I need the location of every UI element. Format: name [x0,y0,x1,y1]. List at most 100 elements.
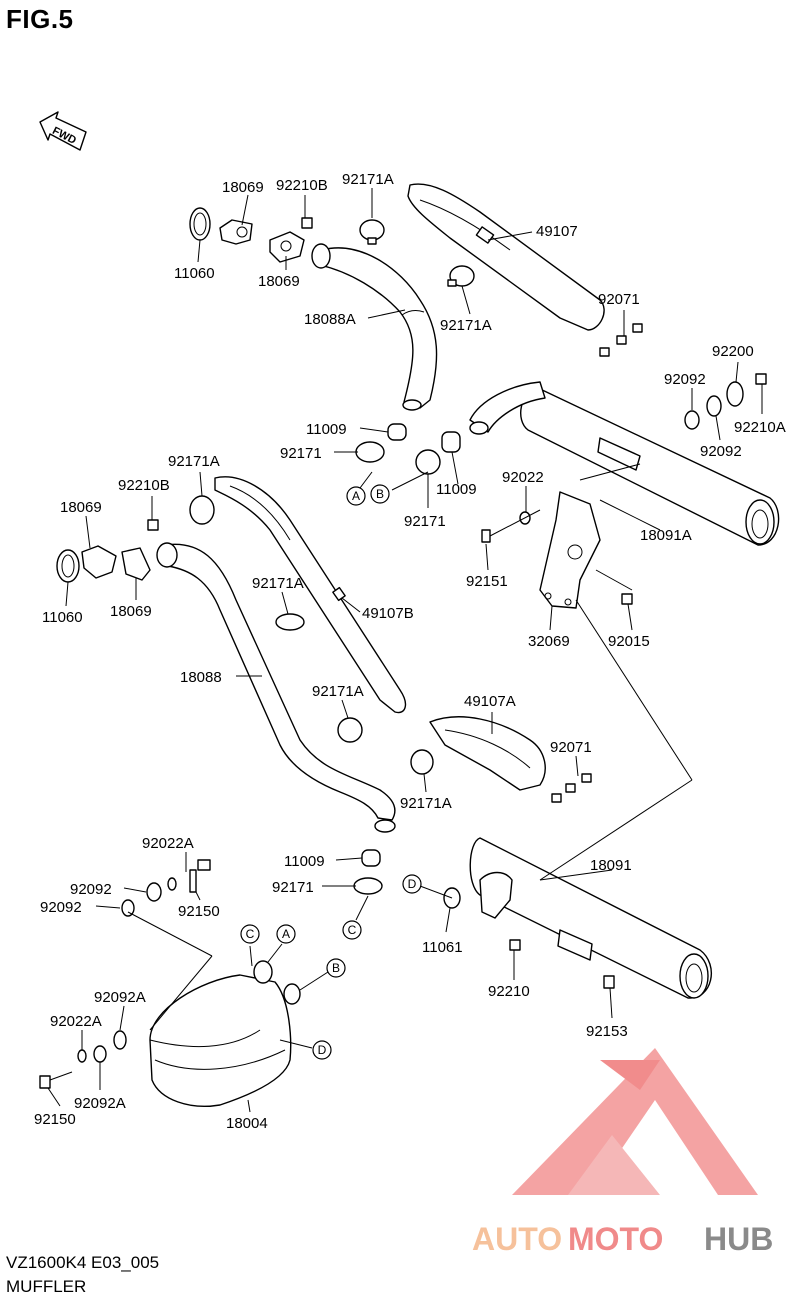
nuts-92071-top [599,323,643,357]
watermark-wordmark: AUTO MOTO HUB [472,1221,773,1257]
bolt-92150-bot [39,1071,73,1089]
svg-text:B: B [376,487,384,501]
bushing-92092A-top [113,1030,127,1050]
part-label: 18069 [110,603,152,620]
svg-text:A: A [282,927,290,941]
callout-d-mid: D [402,874,422,894]
part-label: 92092A [94,989,146,1006]
bracket-32069 [539,491,601,609]
part-label: 18088 [180,669,222,686]
fwd-arrow-icon: FWD [39,111,87,151]
clamp-92171A-top [359,219,385,245]
clamp-92171A-mid4 [410,749,434,775]
part-label: 92015 [608,633,650,650]
part-label: 92171A [168,453,220,470]
part-label: 92171A [400,795,452,812]
gasket-11060-left [56,549,80,583]
nut-92210 [509,939,521,951]
gasket-11009-top2 [441,431,461,453]
nut-92210B-left [147,519,159,531]
part-label: 92092A [74,1095,126,1112]
part-label: 92171A [342,171,394,188]
callout-b-muffler: B [326,958,346,978]
washer-92200 [726,381,744,407]
part-label: 92092 [700,443,742,460]
bushing-92092-top2 [706,395,722,417]
callout-a-top: A [346,486,366,506]
exhaust-pipe-18088 [156,542,396,833]
gasket-11060-top [189,207,211,241]
flange-18069-top [219,219,305,263]
part-label: 92171 [272,879,314,896]
bushing-92092-bot1 [146,882,162,902]
part-label: 92210B [276,177,328,194]
watermark-moto: MOTO [568,1221,663,1257]
callout-b-top: B [370,484,390,504]
part-label: 92210 [488,983,530,1000]
svg-text:D: D [408,877,417,891]
part-label: 49107B [362,605,414,622]
figure-title: FIG.5 [6,4,74,34]
part-label: 92171A [440,317,492,334]
svg-text:A: A [352,489,360,503]
part-labels: 18069 92210B 92171A 49107 11060 18069 18… [34,171,786,1132]
section-name: MUFFLER [6,1277,87,1296]
svg-text:B: B [332,961,340,975]
svg-text:C: C [246,927,255,941]
part-label: 11060 [42,609,83,626]
clamp-92171-top [355,441,385,463]
heat-shield-49107 [407,183,605,331]
callout-c-muffler: C [240,924,260,944]
part-label: 92171A [312,683,364,700]
svg-text:C: C [348,923,357,937]
nut-92210B-top [301,217,313,229]
part-label: 18069 [222,179,264,196]
part-label: 18004 [226,1115,268,1132]
part-label: 92171A [252,575,304,592]
part-label: 92171 [280,445,322,462]
part-label: 92210B [118,477,170,494]
nuts-92071-mid [551,773,592,803]
part-label: 92022 [502,469,544,486]
svg-text:D: D [318,1043,327,1057]
callout-d-muffler: D [312,1040,332,1060]
leader-lines [47,188,763,1113]
clamp-92171-top2 [415,449,441,475]
bushing-92092-bot2 [121,899,135,917]
part-label: 18091A [640,527,692,544]
part-label: 92150 [178,903,220,920]
clamp-92171-bot [353,877,383,895]
part-label: 11061 [422,939,463,956]
bolt-92150-top [189,859,211,893]
nut-92210A [755,373,767,385]
muffler-18091 [469,837,713,999]
part-label: 18088A [304,311,356,328]
part-label: 18091 [590,857,632,874]
part-label: 92071 [550,739,592,756]
muffler-18091A [469,381,780,546]
part-label: 92151 [466,573,508,590]
part-label: 92022A [142,835,194,852]
washer-92022A-top [167,877,177,891]
part-label: 32069 [528,633,570,650]
washer-92022A-bot [77,1049,87,1063]
nut-92015 [621,593,633,605]
clamp-92171A-mid1 [447,265,475,287]
part-label: 11009 [284,853,325,870]
model-code: VZ1600K4 E03_005 [6,1253,160,1272]
gasket-11009-top [387,423,407,441]
part-label: 92092 [70,881,112,898]
exhaust-pipe-18088A [311,243,438,411]
part-label: 92071 [598,291,640,308]
clamp-92171A-left [189,495,215,525]
part-label: 92092 [664,371,706,388]
clamp-92171A-mid2 [275,613,305,631]
heat-shield-49107A [429,716,546,791]
callout-a-muffler: A [276,924,296,944]
exhaust-chamber-18004 [149,960,301,1107]
heat-shield-49107B [214,476,407,714]
part-label: 18069 [258,273,300,290]
part-label: 18069 [60,499,102,516]
part-label: 92092 [40,899,82,916]
part-label: 92210A [734,419,786,436]
